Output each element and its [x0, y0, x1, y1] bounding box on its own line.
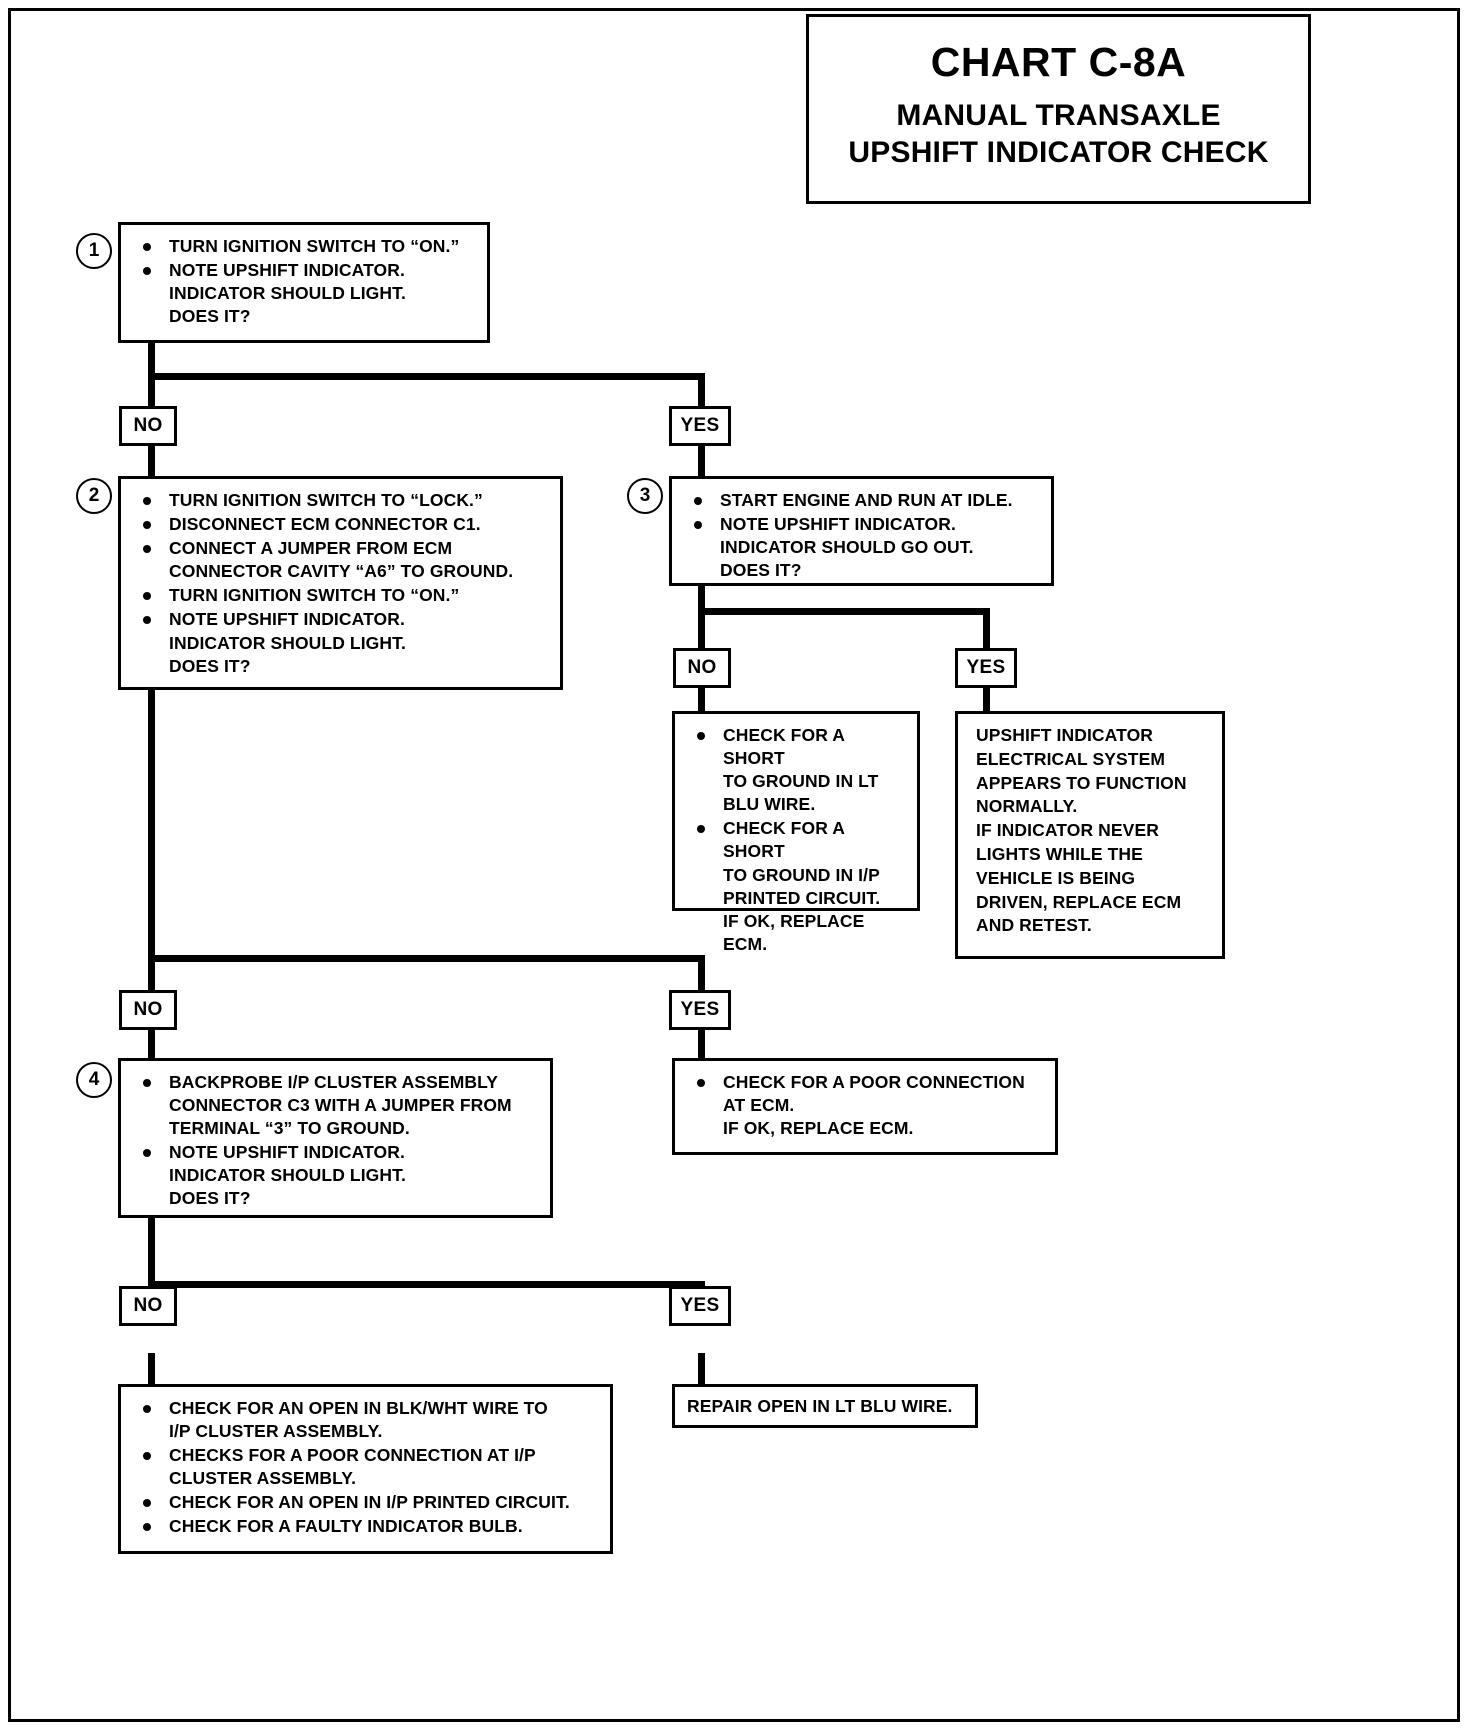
- step-number-1: 1: [76, 233, 112, 269]
- page-border: [8, 8, 1460, 1722]
- list-item: CHECK FOR AN OPEN IN I/P PRINTED CIRCUIT…: [135, 1491, 600, 1514]
- list-item: CHECK FOR A FAULTY INDICATOR BULB.: [135, 1515, 600, 1538]
- list-item: CHECK FOR A POOR CONNECTION AT ECM. IF O…: [689, 1071, 1045, 1140]
- list-item: TURN IGNITION SWITCH TO “ON.”: [135, 584, 550, 607]
- outcome-open-checks-box: CHECK FOR AN OPEN IN BLK/WHT WIRE TO I/P…: [118, 1384, 613, 1554]
- connector-step3-no-down: [698, 608, 705, 650]
- list-item: NOTE UPSHIFT INDICATOR. INDICATOR SHOULD…: [135, 1141, 540, 1210]
- connector-step2-yes-down: [698, 955, 705, 990]
- step-2-bullet-list: TURN IGNITION SWITCH TO “LOCK.” DISCONNE…: [135, 489, 550, 678]
- connector-yes1-step3: [698, 443, 705, 479]
- outcome-open-checks-list: CHECK FOR AN OPEN IN BLK/WHT WIRE TO I/P…: [135, 1397, 600, 1539]
- list-item: DISCONNECT ECM CONNECTOR C1.: [135, 513, 550, 536]
- step-1-box: TURN IGNITION SWITCH TO “ON.” NOTE UPSHI…: [118, 222, 490, 343]
- connector-yes3-outcome: [983, 684, 990, 714]
- connector-no2-step4: [148, 1027, 155, 1060]
- outcome-short-to-ground-box: CHECK FOR A SHORT TO GROUND IN LT BLU WI…: [672, 711, 920, 954]
- list-item: CHECKS FOR A POOR CONNECTION AT I/P CLUS…: [135, 1444, 600, 1490]
- connector-step1-down: [148, 343, 155, 379]
- list-item: BACKPROBE I/P CLUSTER ASSEMBLY CONNECTOR…: [135, 1071, 540, 1140]
- branch-label-yes-step4: YES: [669, 1286, 731, 1326]
- branch-label-yes-step3: YES: [955, 648, 1017, 688]
- step-2-box: TURN IGNITION SWITCH TO “LOCK.” DISCONNE…: [118, 476, 563, 690]
- list-item: CHECK FOR A SHORT TO GROUND IN LT BLU WI…: [689, 724, 907, 816]
- connector-no3-outcome: [698, 684, 705, 714]
- step-number-2: 2: [76, 478, 112, 514]
- connector-step3-yes-down: [983, 608, 990, 650]
- outcome-short-to-ground-list: CHECK FOR A SHORT TO GROUND IN LT BLU WI…: [689, 724, 907, 956]
- list-item: CHECK FOR AN OPEN IN BLK/WHT WIRE TO I/P…: [135, 1397, 600, 1443]
- title-subtitle-line2: UPSHIFT INDICATOR CHECK: [848, 135, 1269, 169]
- branch-label-no-step4: NO: [119, 1286, 177, 1326]
- outcome-repair-open-box: REPAIR OPEN IN LT BLU WIRE.: [672, 1384, 978, 1428]
- connector-step1-no-down: [148, 373, 155, 408]
- title-subtitle-line1: MANUAL TRANSAXLE: [896, 99, 1221, 133]
- connector-step4-split: [148, 1281, 705, 1288]
- outcome-system-normal-text: UPSHIFT INDICATOR ELECTRICAL SYSTEM APPE…: [976, 725, 1187, 936]
- outcome-poor-connection-ecm-box: CHECK FOR A POOR CONNECTION AT ECM. IF O…: [672, 1058, 1058, 1155]
- connector-step4-down: [148, 1218, 155, 1288]
- list-item: TURN IGNITION SWITCH TO “LOCK.”: [135, 489, 550, 512]
- connector-yes4-outcome: [698, 1353, 705, 1386]
- step-3-bullet-list: START ENGINE AND RUN AT IDLE. NOTE UPSHI…: [686, 489, 1041, 582]
- connector-step3-split: [698, 608, 990, 615]
- connector-step2-split: [148, 955, 705, 962]
- list-item: NOTE UPSHIFT INDICATOR. INDICATOR SHOULD…: [135, 259, 477, 328]
- branch-label-no-step3: NO: [673, 648, 731, 688]
- connector-yes2-outcome: [698, 1027, 705, 1060]
- connector-step1-yes-down: [698, 373, 705, 408]
- list-item: CHECK FOR A SHORT TO GROUND IN I/P PRINT…: [689, 817, 907, 956]
- list-item: TURN IGNITION SWITCH TO “ON.”: [135, 235, 477, 258]
- branch-label-yes-step1: YES: [669, 406, 731, 446]
- step-3-box: START ENGINE AND RUN AT IDLE. NOTE UPSHI…: [669, 476, 1054, 586]
- step-number-3: 3: [627, 478, 663, 514]
- connector-no1-step2: [148, 443, 155, 479]
- step-4-bullet-list: BACKPROBE I/P CLUSTER ASSEMBLY CONNECTOR…: [135, 1071, 540, 1211]
- connector-no4-outcome: [148, 1353, 155, 1386]
- connector-step3-down: [698, 585, 705, 615]
- connector-step2-down: [148, 690, 155, 962]
- branch-label-no-step2: NO: [119, 990, 177, 1030]
- chart-id: CHART C-8A: [930, 39, 1187, 85]
- connector-step1-split: [148, 373, 705, 380]
- step-1-bullet-list: TURN IGNITION SWITCH TO “ON.” NOTE UPSHI…: [135, 235, 477, 328]
- connector-step2-no-down: [148, 955, 155, 990]
- list-item: START ENGINE AND RUN AT IDLE.: [686, 489, 1041, 512]
- outcome-poor-connection-ecm-list: CHECK FOR A POOR CONNECTION AT ECM. IF O…: [689, 1071, 1045, 1140]
- list-item: CONNECT A JUMPER FROM ECM CONNECTOR CAVI…: [135, 537, 550, 583]
- list-item: NOTE UPSHIFT INDICATOR. INDICATOR SHOULD…: [135, 608, 550, 677]
- outcome-system-normal-box: UPSHIFT INDICATOR ELECTRICAL SYSTEM APPE…: [955, 711, 1225, 959]
- title-block: CHART C-8A MANUAL TRANSAXLE UPSHIFT INDI…: [806, 14, 1311, 204]
- outcome-repair-open-text: REPAIR OPEN IN LT BLU WIRE.: [687, 1395, 953, 1416]
- step-4-box: BACKPROBE I/P CLUSTER ASSEMBLY CONNECTOR…: [118, 1058, 553, 1218]
- list-item: NOTE UPSHIFT INDICATOR. INDICATOR SHOULD…: [686, 513, 1041, 582]
- step-number-4: 4: [76, 1062, 112, 1098]
- branch-label-no-step1: NO: [119, 406, 177, 446]
- branch-label-yes-step2: YES: [669, 990, 731, 1030]
